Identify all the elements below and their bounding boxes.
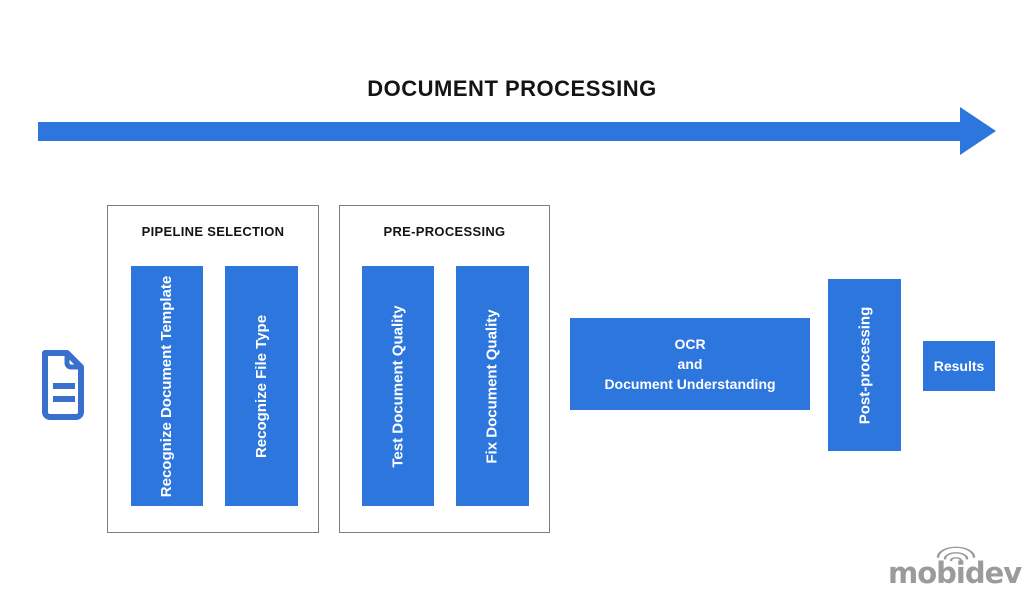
mobidev-logo: mobidev xyxy=(888,544,1022,596)
signal-arcs-icon xyxy=(936,546,976,562)
pre-processing-label: PRE-PROCESSING xyxy=(383,224,506,239)
step-label: Test Document Quality xyxy=(389,304,407,468)
results-box: Results xyxy=(923,341,995,391)
flow-arrow-shaft xyxy=(38,122,962,141)
post-processing-label: Post-processing xyxy=(856,306,873,424)
pre-processing-group: PRE-PROCESSING Test Document Quality Fix… xyxy=(339,205,550,533)
step-label: Fix Document Quality xyxy=(484,308,502,464)
post-processing-box: Post-processing xyxy=(828,279,901,451)
document-icon xyxy=(36,349,88,421)
step-label: Recognize File Type xyxy=(253,314,270,458)
page-title: DOCUMENT PROCESSING xyxy=(367,76,657,101)
step-fix-document-quality: Fix Document Quality xyxy=(456,266,529,506)
results-label: Results xyxy=(933,358,985,374)
flow-arrow-head xyxy=(960,107,996,155)
pipeline-selection-group: PIPELINE SELECTION Recognize Document Te… xyxy=(107,205,319,533)
ocr-line-3: Document Understanding xyxy=(604,376,776,393)
ocr-understanding-box: OCR and Document Understanding xyxy=(570,318,810,410)
mobidev-wordmark: mobidev xyxy=(888,556,1022,590)
pipeline-selection-label: PIPELINE SELECTION xyxy=(141,224,285,239)
ocr-line-1: OCR xyxy=(674,335,706,352)
step-test-document-quality: Test Document Quality xyxy=(362,266,434,506)
step-recognize-document-template: Recognize Document Template xyxy=(131,266,203,506)
ocr-line-2: and xyxy=(677,355,703,372)
step-label: Recognize Document Template xyxy=(158,275,176,497)
step-recognize-file-type: Recognize File Type xyxy=(225,266,298,506)
